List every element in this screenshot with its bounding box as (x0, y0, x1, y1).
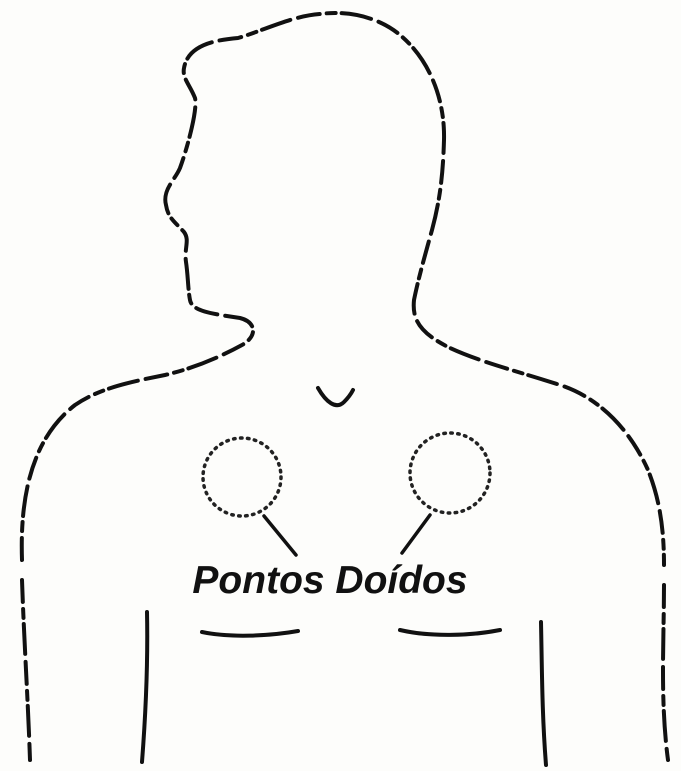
right-pectoral-line (400, 630, 500, 635)
left-pointer-line (264, 516, 296, 555)
right-body-side (663, 585, 668, 760)
left-body-side (22, 580, 30, 760)
left-pain-point (203, 438, 281, 516)
right-pain-point (410, 433, 490, 513)
head-and-shoulders-outline (22, 13, 664, 565)
right-armpit-line (541, 622, 546, 765)
pain-points-label: Pontos Doídos (192, 559, 467, 602)
left-pectoral-line (202, 631, 298, 636)
suprasternal-notch (318, 388, 353, 405)
left-armpit-line (142, 612, 147, 762)
right-pointer-line (402, 515, 430, 553)
